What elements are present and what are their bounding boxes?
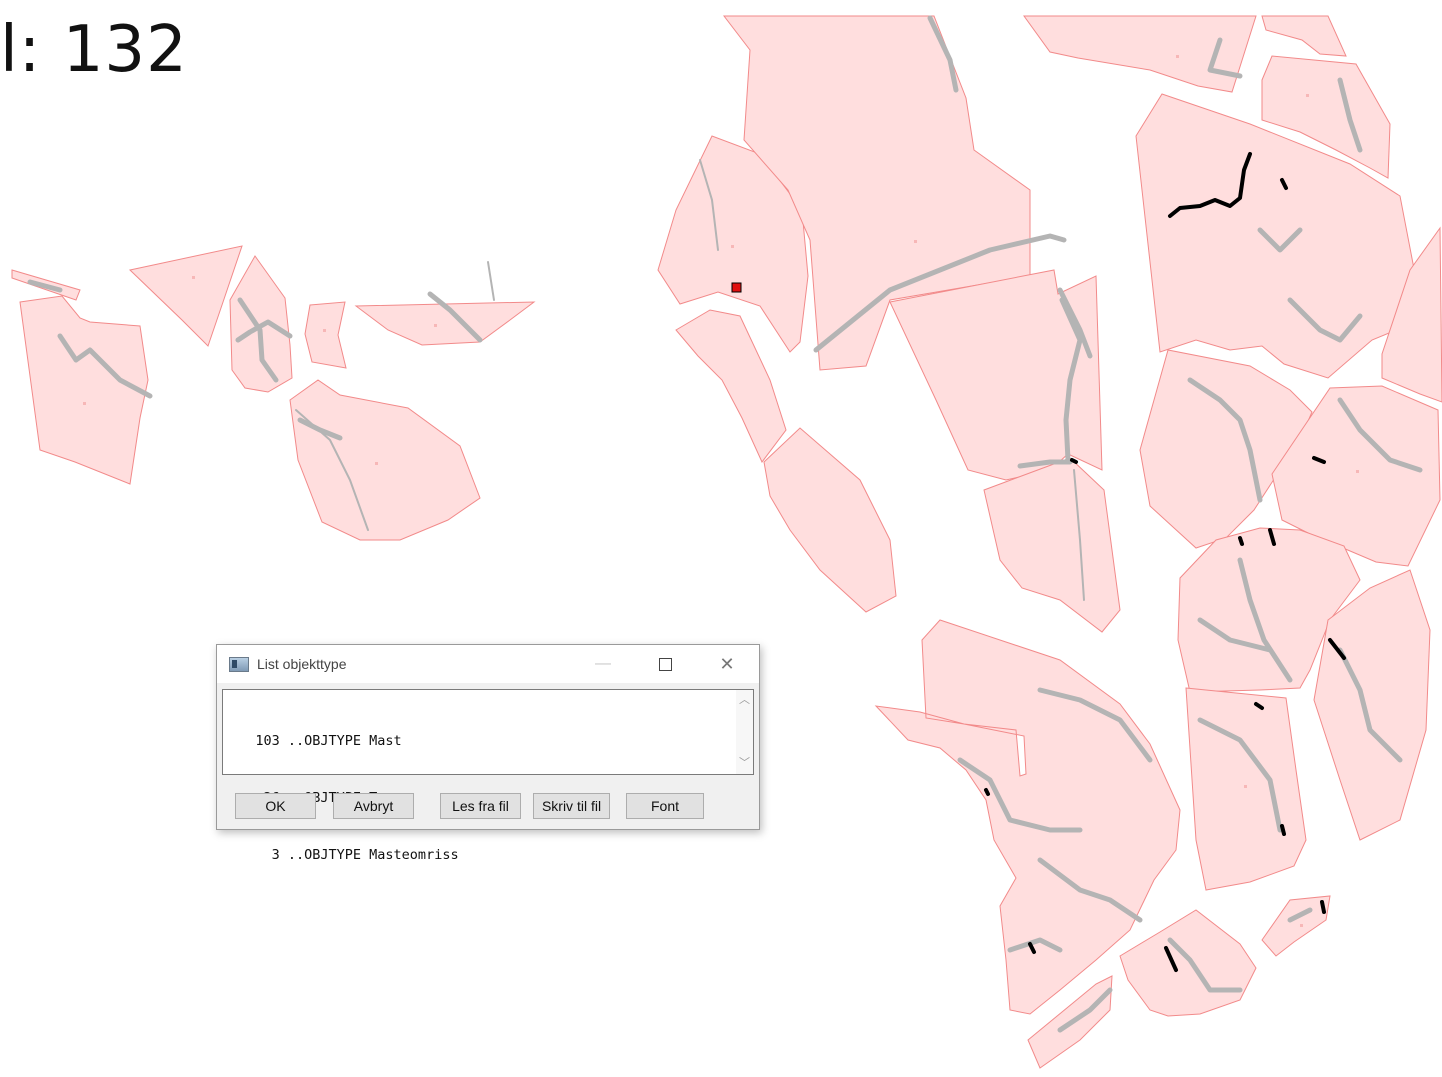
selected-object-marker[interactable] (731, 282, 742, 293)
parcel (1271, 385, 1441, 567)
parcel-centroids (83, 55, 1359, 927)
list-item[interactable]: 103 ..OBJTYPE Mast (231, 733, 402, 749)
cancel-button[interactable]: Avbryt (333, 793, 414, 819)
dialog-titlebar[interactable]: List objekttype — ✕ (217, 645, 759, 683)
parcel (1381, 226, 1442, 403)
close-button[interactable]: ✕ (719, 654, 735, 674)
parcel (983, 457, 1121, 633)
scroll-down-icon[interactable]: ﹀ (739, 757, 750, 769)
parcel (1023, 15, 1257, 93)
parcel (19, 295, 149, 485)
write-to-file-button[interactable]: Skriv til fil (533, 793, 610, 819)
object-type-list[interactable]: 103 ..OBJTYPE Mast 26 ..OBJTYPE Trase 3 … (222, 689, 754, 863)
slide-title: l: 132 (0, 13, 188, 87)
parcel (657, 135, 809, 353)
parcel (763, 427, 897, 613)
list-scrollbar[interactable]: ︿ ﹀ (736, 690, 753, 774)
parcels-left-cluster (11, 245, 536, 541)
track-network (27, 15, 1423, 1033)
parcel (1261, 895, 1331, 957)
font-button[interactable]: Font (626, 793, 704, 819)
parcel (675, 309, 787, 463)
parcel (1261, 15, 1347, 57)
parcel (874, 619, 1181, 1015)
maximize-button[interactable] (645, 651, 685, 677)
parcel (1119, 909, 1257, 1017)
scroll-up-icon[interactable]: ︿ (739, 694, 750, 706)
mast-traces (984, 152, 1346, 972)
read-from-file-button[interactable]: Les fra fil (440, 793, 521, 819)
app-window-icon (229, 657, 249, 672)
parcels-right-cluster (657, 15, 1442, 1069)
parcel (1185, 687, 1307, 891)
ok-button[interactable]: OK (235, 793, 316, 819)
parcel (289, 379, 481, 541)
maximize-icon (658, 658, 672, 671)
minimize-button[interactable]: — (595, 655, 611, 672)
parcel (722, 15, 1031, 371)
dialog-title: List objekttype (257, 656, 347, 672)
parcel (128, 245, 243, 347)
parcel (1135, 93, 1421, 379)
list-item[interactable]: 3 ..OBJTYPE Masteomriss (231, 847, 459, 863)
parcel (304, 301, 347, 369)
list-object-type-dialog: List objekttype — ✕ 103 ..OBJTYPE Mast 2… (216, 644, 760, 863)
parcel (1313, 569, 1431, 841)
